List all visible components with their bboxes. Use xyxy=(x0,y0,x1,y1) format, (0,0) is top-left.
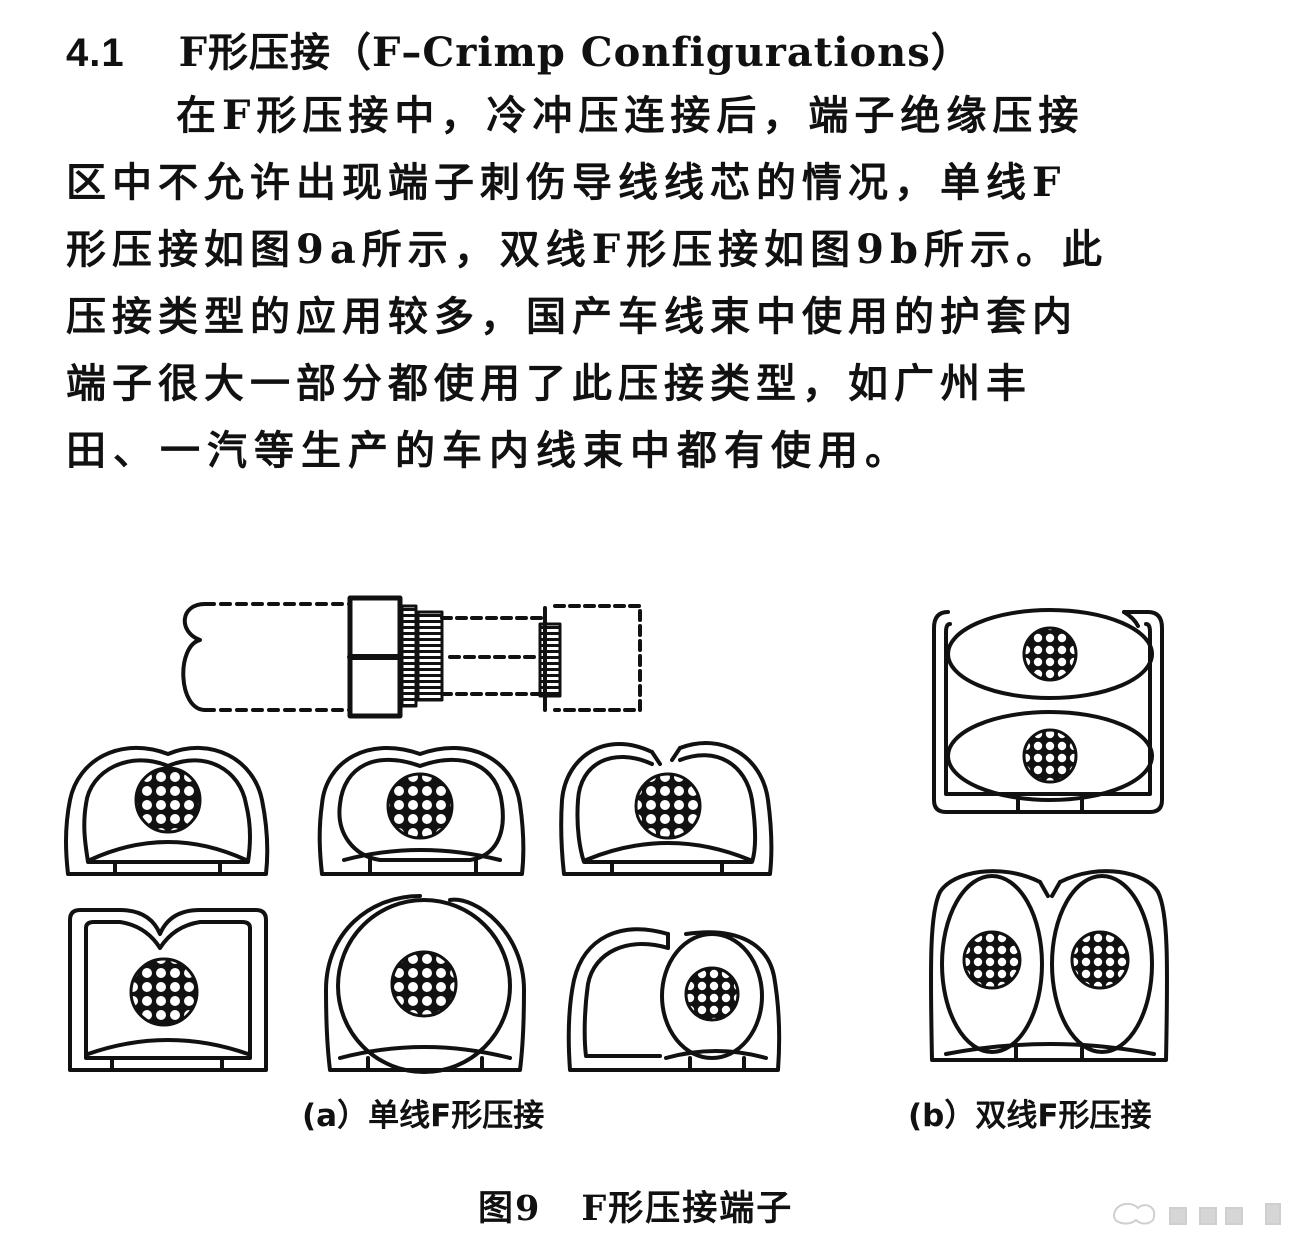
single-crimp-1 xyxy=(64,745,270,876)
section-heading: 4.1 F形压接（F–Crimp Configurations） xyxy=(66,20,972,76)
caption-b: (b）双线F形压接 xyxy=(908,1098,1152,1134)
paragraph-line: 区中不允许出现端子刺伤导线线芯的情况，单线F xyxy=(66,159,1067,206)
section-title: F形压接（F–Crimp Configurations） xyxy=(178,29,972,76)
section-number: 4.1 xyxy=(66,31,125,75)
caption-a: (a）单线F形压接 xyxy=(302,1098,545,1134)
double-crimp-side-by-side xyxy=(928,869,1170,1062)
double-crimp-stacked xyxy=(932,608,1164,814)
single-crimp-5 xyxy=(324,894,526,1074)
single-crimp-2 xyxy=(317,745,526,876)
paragraph-line: 端子很大一部分都使用了此压接类型，如广州丰 xyxy=(66,360,1032,407)
single-crimp-3 xyxy=(559,741,774,876)
paragraph-line: 形压接如图9a所示，双线F形压接如图9b所示。此 xyxy=(66,226,1108,273)
paragraph-line: 在F形压接中，冷冲压连接后，端子绝缘压接 xyxy=(176,92,1085,139)
body-paragraph: 在F形压接中，冷冲压连接后，端子绝缘压接 区中不允许出现端子刺伤导线线芯的情况，… xyxy=(66,82,1246,484)
terminal-side-view xyxy=(181,595,642,719)
crimp-figure xyxy=(64,595,1170,1074)
figure-title-text: F形压接端子 xyxy=(581,1188,794,1229)
figure-title: 图9 F形压接端子 xyxy=(478,1180,793,1231)
watermark-logo xyxy=(1112,1202,1281,1225)
single-crimp-4 xyxy=(68,908,268,1072)
paragraph-line: 田、一汽等生产的车内线束中都有使用。 xyxy=(66,427,912,474)
figure-label: 图9 xyxy=(478,1188,542,1229)
paragraph-line: 压接类型的应用较多，国产车线束中使用的护套内 xyxy=(66,293,1078,340)
single-crimp-6 xyxy=(566,927,782,1072)
